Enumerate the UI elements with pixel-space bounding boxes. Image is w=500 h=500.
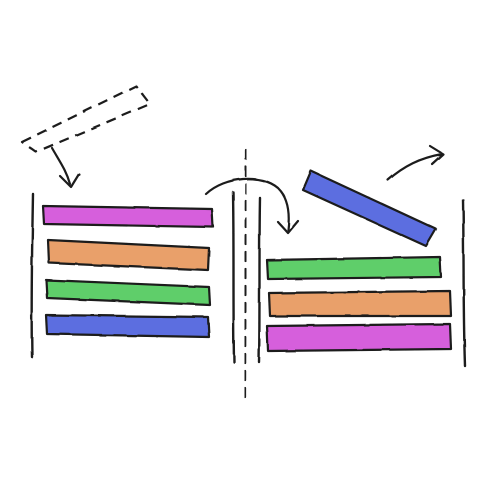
left-stack-walls <box>30 190 236 364</box>
arrow-into-left-stack <box>50 146 81 189</box>
left-stack <box>41 204 215 339</box>
popped-item-blue <box>301 169 438 248</box>
right-stack-item-orange <box>267 289 453 318</box>
left-stack-item-magenta <box>41 204 215 229</box>
arrow-out <box>386 144 445 182</box>
right-stack-walls <box>257 196 467 368</box>
dashed-divider <box>243 148 248 400</box>
popped-item <box>301 169 438 248</box>
right-stack-item-green <box>265 255 443 281</box>
left-stack-item-blue <box>44 313 211 339</box>
right-stack-item-magenta <box>265 322 453 353</box>
right-stack <box>265 255 453 353</box>
left-stack-item-orange <box>46 238 211 272</box>
left-stack-item-green <box>44 278 212 307</box>
dashed-incoming-item <box>20 84 152 154</box>
arrow-transfer-to-right-stack <box>204 177 300 235</box>
